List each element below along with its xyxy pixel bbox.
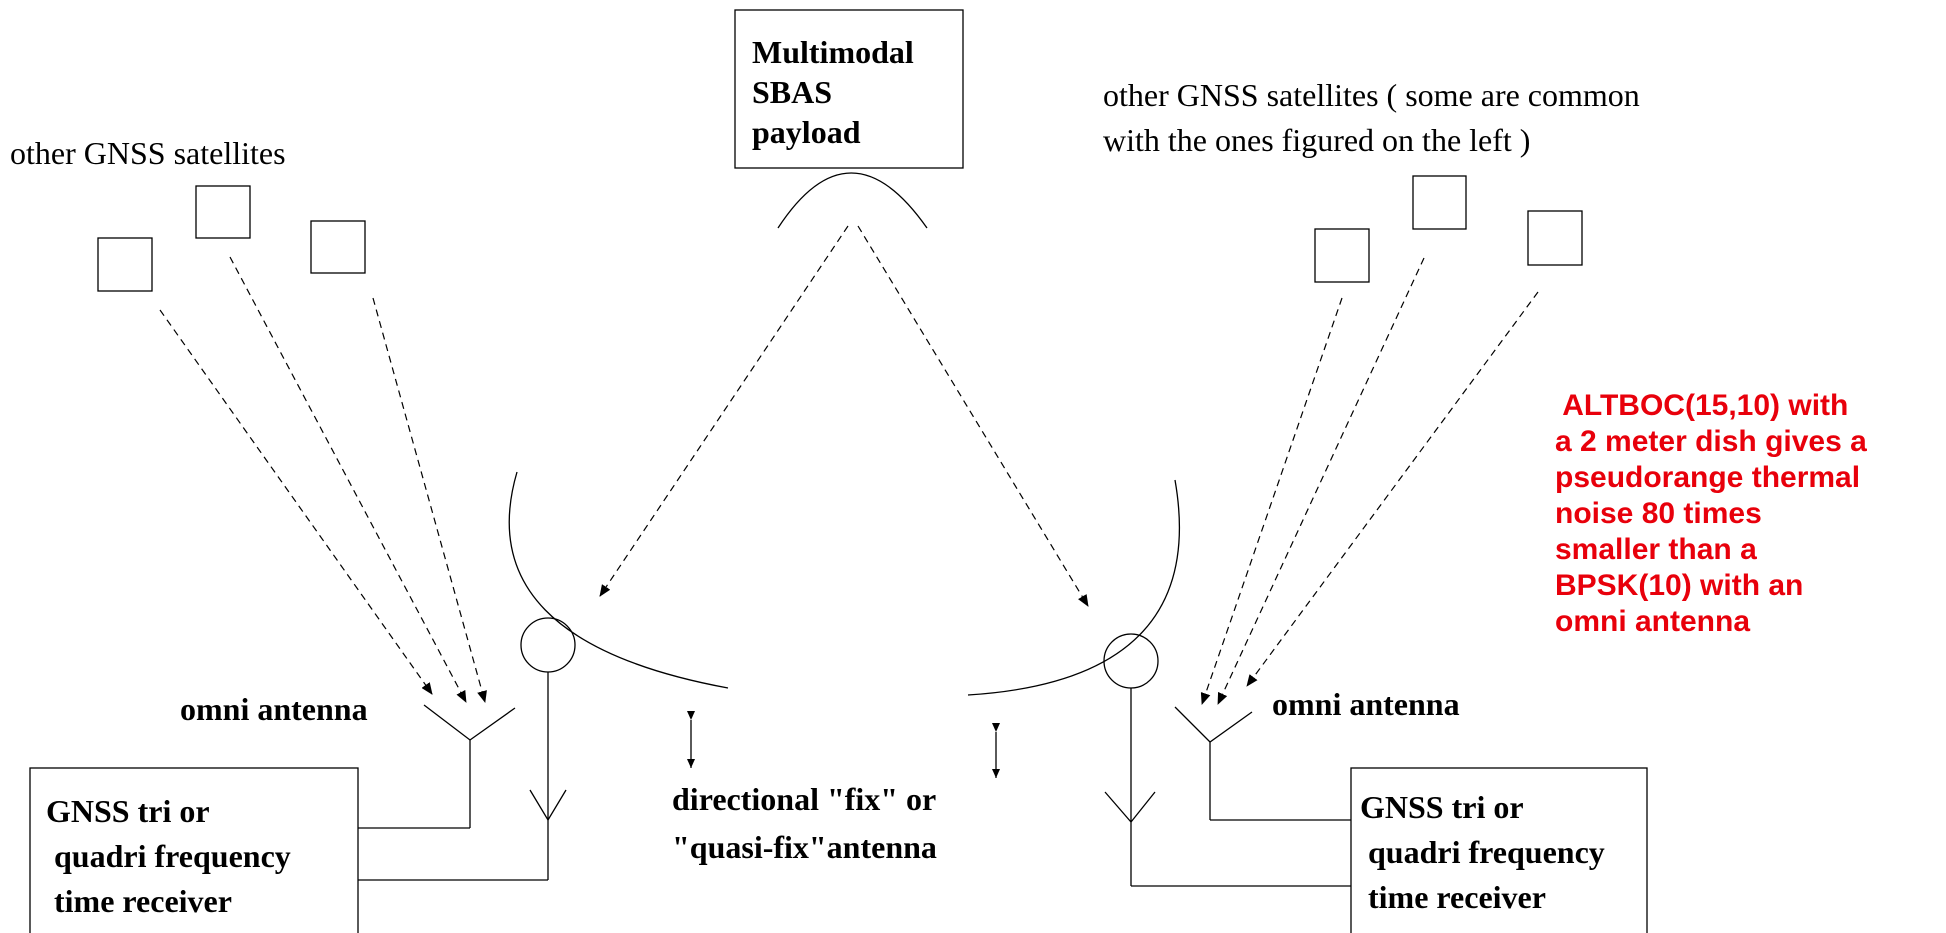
- left-satellites-label: other GNSS satellites: [10, 135, 286, 171]
- payload-line-2: SBAS: [752, 74, 832, 110]
- left-satellite-3: [310, 220, 366, 274]
- right-receiver-line-3: time receiver: [1360, 879, 1546, 915]
- right-omni-antenna: [1174, 706, 1253, 743]
- left-receiver-line-3: time receiver: [46, 883, 232, 919]
- left-satellite-ray-1: [159, 309, 433, 695]
- annotation-line-4: noise 80 times: [1555, 497, 1762, 530]
- right-omni-label: omni antenna: [1272, 686, 1460, 722]
- annotation-line-5: smaller than a: [1555, 533, 1757, 566]
- right-receiver-box: [1350, 767, 1648, 933]
- sbas-payload-box: [734, 9, 964, 169]
- annotation-line-1: ALTBOC(15,10) with: [1555, 389, 1848, 422]
- annotation-line-3: pseudorange thermal: [1555, 461, 1860, 494]
- right-receiver-line-2: quadri frequency: [1360, 834, 1605, 870]
- annotation-line-2: a 2 meter dish gives a: [1555, 425, 1867, 458]
- left-omni-label: omni antenna: [180, 691, 368, 727]
- annotation-line-7: omni antenna: [1555, 605, 1750, 638]
- directional-label-line-2: "quasi-fix"antenna: [672, 829, 937, 865]
- directional-label-line-1: directional "fix" or: [672, 781, 936, 817]
- right-dish-reflector: [967, 479, 1180, 696]
- left-dish-reflector: [508, 471, 729, 689]
- annotation-line-6: BPSK(10) with an: [1555, 569, 1803, 602]
- left-satellite-ray-3: [372, 297, 487, 703]
- right-satellites-label-line-1: other GNSS satellites ( some are common: [1103, 77, 1640, 113]
- altboc-annotation: ALTBOC(15,10) with a 2 meter dish gives …: [1555, 389, 1867, 638]
- left-receiver-line-1: GNSS tri or: [46, 793, 210, 829]
- left-satellite-1: [97, 237, 153, 292]
- left-satellite-2: [195, 185, 251, 239]
- left-omni-antenna: [423, 704, 516, 741]
- left-satellite-ray-2: [229, 256, 467, 703]
- payload-beam-left: [599, 225, 849, 597]
- right-satellite-2: [1412, 175, 1467, 230]
- right-satellite-ray-3: [1246, 291, 1539, 687]
- right-dish-cable-arrow: [1104, 791, 1156, 824]
- right-satellites-label-line-2: with the ones figured on the left ): [1103, 122, 1530, 158]
- left-dish-feed: [520, 617, 576, 673]
- right-satellite-3: [1527, 210, 1583, 266]
- payload-line-1: Multimodal: [752, 34, 914, 70]
- payload-antenna-arc: [777, 172, 928, 229]
- right-satellite-ray-1: [1200, 297, 1343, 705]
- payload-line-3: payload: [752, 114, 861, 150]
- left-receiver-box: [29, 767, 359, 933]
- right-satellite-1: [1314, 228, 1370, 283]
- right-receiver-line-1: GNSS tri or: [1360, 789, 1524, 825]
- left-receiver-line-2: quadri frequency: [46, 838, 291, 874]
- left-dish-cable-arrow: [529, 789, 567, 822]
- right-satellite-ray-2: [1217, 257, 1425, 705]
- payload-beam-right: [857, 225, 1089, 607]
